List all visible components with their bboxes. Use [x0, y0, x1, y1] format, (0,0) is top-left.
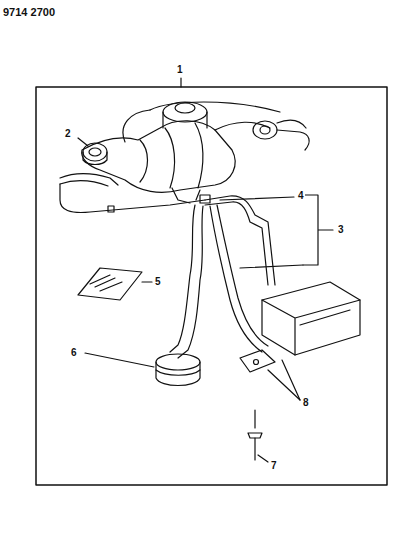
mounting-bracket [240, 350, 275, 372]
hose-harness [60, 184, 275, 358]
callout-number: 5 [154, 276, 162, 288]
control-module [262, 282, 360, 355]
intake-manifold [60, 102, 309, 192]
label-plate [78, 268, 142, 300]
leader-line [180, 78, 181, 87]
leader-line [220, 197, 294, 200]
leader-line [142, 281, 152, 282]
callout-number: 3 [337, 224, 345, 236]
figure-number: 9714 2700 [2, 6, 56, 19]
valve-part [83, 143, 107, 165]
leader-line [282, 360, 300, 400]
callout-number: 7 [270, 460, 278, 472]
leader-line [268, 370, 300, 400]
callout-number: 8 [302, 397, 310, 409]
callout-number: 1 [176, 64, 184, 76]
callout-number: 6 [70, 347, 78, 359]
leader-line [85, 353, 154, 367]
leader-line [240, 265, 303, 268]
canister-part [156, 354, 200, 386]
kit-frame [36, 87, 387, 485]
leader-line [78, 138, 88, 146]
group-bracket [303, 195, 333, 265]
callout-number: 4 [297, 190, 305, 202]
leader-line [254, 410, 255, 428]
leader-line [258, 455, 268, 462]
callout-number: 2 [64, 128, 72, 140]
